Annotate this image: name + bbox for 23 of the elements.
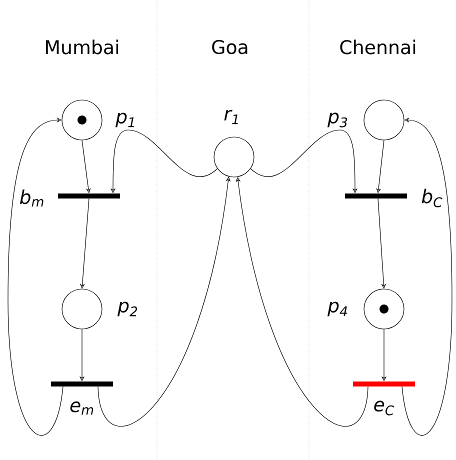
arc-arrow — [8, 117, 64, 436]
arc-arrow — [236, 177, 368, 426]
node-label: b$_{m}$ — [20, 190, 44, 206]
transition-bar — [51, 382, 113, 386]
place-circle — [62, 288, 102, 330]
node-label: p$_{3}$ — [327, 112, 348, 128]
place-circle — [364, 288, 404, 330]
place-circle — [214, 136, 254, 178]
node-label: p$_{4}$ — [327, 302, 348, 316]
place-circle — [364, 100, 404, 140]
transition-bar — [353, 382, 415, 386]
node-label: r$_{1}$ — [224, 110, 238, 124]
column-heading: Chennai — [340, 40, 416, 54]
place-circle — [62, 100, 102, 140]
column-heading: Goa — [212, 40, 248, 54]
node-label: b$_{C}$ — [422, 188, 442, 208]
transition-bar — [58, 194, 120, 198]
node-label: e$_{C}$ — [374, 400, 394, 416]
node-label: p$_{1}$ — [115, 112, 134, 128]
node-label: e$_{m}$ — [70, 401, 94, 415]
node-label: p$_{2}$ — [117, 302, 138, 316]
transition-bar — [345, 194, 407, 198]
column-heading: Mumbai — [46, 40, 118, 54]
